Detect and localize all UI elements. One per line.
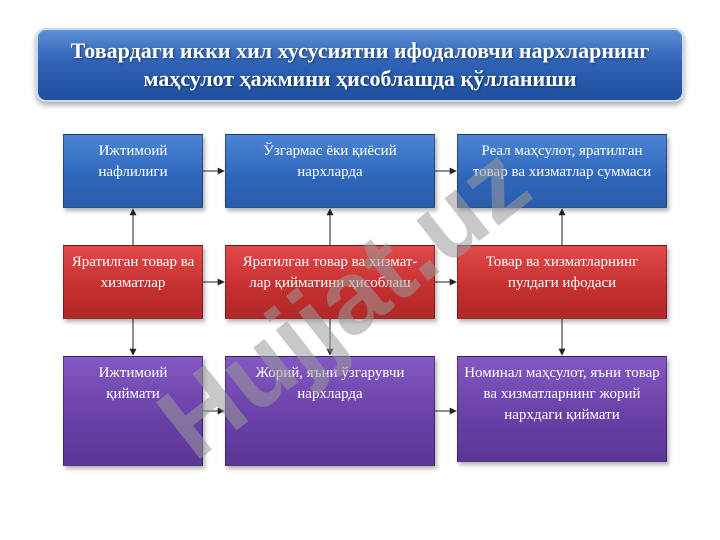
box-constant-prices: Ўзгармас ёки қиёсий нархларда — [225, 134, 435, 208]
box-created-goods-label: Яратилган товар ва хизматлар — [71, 254, 195, 291]
box-real-product: Реал маҳсулот, яратилган товар ва хизмат… — [457, 134, 667, 208]
box-social-utility: Ижтимоий нафлилиги — [63, 134, 203, 208]
box-real-product-label: Реал маҳсулот, яратилган товар ва хизмат… — [472, 143, 652, 180]
box-value-calculation: Яратилган товар ва хизмат-лар қийматини … — [225, 245, 435, 319]
box-monetary-expression: Товар ва хизматларнинг пулдаги ифодаси — [457, 245, 667, 319]
title-banner: Товардаги икки хил хусусиятни ифодаловчи… — [36, 28, 684, 102]
box-constant-prices-label: Ўзгармас ёки қиёсий нархларда — [263, 143, 397, 180]
box-value-calculation-label: Яратилган товар ва хизмат-лар қийматини … — [242, 254, 418, 291]
box-current-prices: Жорий, яъни ўзгарувчи нархларда — [225, 356, 435, 466]
page-title: Товардаги икки хил хусусиятни ифодаловчи… — [70, 38, 650, 91]
box-social-value: Ижтимоий қиймати — [63, 356, 203, 466]
box-social-value-label: Ижтимоий қиймати — [98, 365, 168, 402]
box-current-prices-label: Жорий, яъни ўзгарувчи нархларда — [255, 365, 405, 402]
box-nominal-product: Номинал маҳсулот, яъни товар ва хизматла… — [457, 356, 667, 462]
box-monetary-expression-label: Товар ва хизматларнинг пулдаги ифодаси — [485, 254, 639, 291]
box-nominal-product-label: Номинал маҳсулот, яъни товар ва хизматла… — [464, 365, 660, 423]
box-created-goods: Яратилган товар ва хизматлар — [63, 245, 203, 319]
box-social-utility-label: Ижтимоий нафлилиги — [98, 143, 168, 180]
